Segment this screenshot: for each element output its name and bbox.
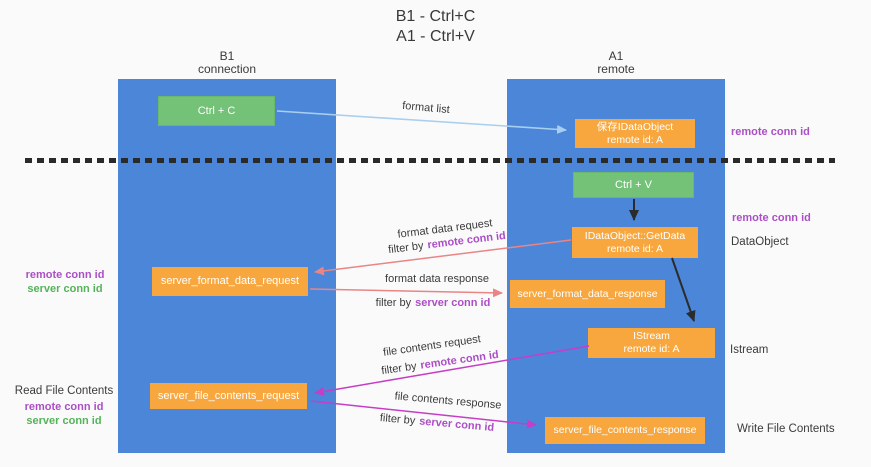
istream-line1: IStream xyxy=(633,330,670,342)
server-format-data-response-label: server_format_data_response xyxy=(517,287,658,300)
left-server-conn-id-label-2: server conn id xyxy=(26,415,102,427)
diagram-title: B1 - Ctrl+C A1 - Ctrl+V xyxy=(0,7,871,47)
server-format-data-response-box: server_format_data_response xyxy=(510,280,665,308)
ctrl-c-label: Ctrl + C xyxy=(197,104,236,117)
server-conn-id-keyword: server conn id xyxy=(418,415,495,434)
lane-header-b1: B1 connection xyxy=(118,50,336,76)
title-line-1: B1 - Ctrl+C xyxy=(395,8,476,25)
left-remote-conn-id-label-1: remote conn id xyxy=(25,269,105,281)
dashed-separator-line xyxy=(25,158,835,163)
save-idataobject-box: 保存IDataObject remote id: A xyxy=(575,119,695,148)
write-file-contents-label: Write File Contents xyxy=(737,423,835,435)
server-conn-id-keyword: server conn id xyxy=(415,297,491,309)
getdata-remote-id: remote id: A xyxy=(606,242,664,255)
server-file-contents-request-label: server_file_contents_request xyxy=(157,389,300,402)
lane-b1-subtitle: connection xyxy=(197,62,257,76)
read-file-contents-label: Read File Contents xyxy=(14,385,114,397)
ctrl-v-label: Ctrl + V xyxy=(615,178,652,191)
server-file-contents-request-box: server_file_contents_request xyxy=(150,383,307,409)
save-idataobject-line1: 保存IDataObject xyxy=(596,120,674,133)
lane-a1-name: A1 xyxy=(608,49,624,63)
ctrl-c-box: Ctrl + C xyxy=(158,96,275,126)
ctrl-v-box: Ctrl + V xyxy=(573,172,694,198)
server-file-contents-response-label: server_file_contents_response xyxy=(553,424,697,436)
left-remote-conn-id-label-2: remote conn id xyxy=(24,401,104,413)
save-idataobject-remote-id: remote id: A xyxy=(606,133,664,146)
filter-by-text: filter by xyxy=(375,297,412,309)
left-conn-id-group-2: Read File Contents remote conn id server… xyxy=(8,384,120,428)
istream-side-label: Istream xyxy=(730,344,769,356)
istream-remote-id: remote id: A xyxy=(623,343,680,355)
title-line-2: A1 - Ctrl+V xyxy=(396,28,475,45)
lane-header-a1: A1 remote xyxy=(507,50,725,76)
filter-by-text: filter by xyxy=(387,239,425,257)
lane-b1-name: B1 xyxy=(219,49,235,63)
format-list-label: format list xyxy=(401,99,451,117)
filter-by-text: filter by xyxy=(380,360,418,378)
format-data-response-arrow xyxy=(309,288,503,298)
file-contents-response-label: file contents response xyxy=(394,390,502,412)
istream-box: IStream remote id: A xyxy=(588,328,715,358)
idataobject-getdata-box: IDataObject::GetData remote id: A xyxy=(572,227,698,258)
server-file-contents-response-box: server_file_contents_response xyxy=(545,417,705,444)
getdata-line1: IDataObject::GetData xyxy=(584,229,686,242)
server-format-data-request-box: server_format_data_request xyxy=(152,267,308,296)
lane-a1-subtitle: remote xyxy=(597,62,635,76)
right-remote-conn-id-label-1: remote conn id xyxy=(731,126,810,138)
dataobject-label: DataObject xyxy=(731,236,789,248)
server-format-data-request-label: server_format_data_request xyxy=(160,275,300,287)
left-conn-id-group-1: remote conn id server conn id xyxy=(14,268,116,296)
remote-conn-id-keyword: remote conn id xyxy=(419,348,500,372)
left-server-conn-id-label-1: server conn id xyxy=(27,283,103,295)
right-remote-conn-id-label-2: remote conn id xyxy=(732,212,811,224)
format-data-response-label: format data response xyxy=(385,273,489,285)
filter-by-text: filter by xyxy=(379,412,416,428)
